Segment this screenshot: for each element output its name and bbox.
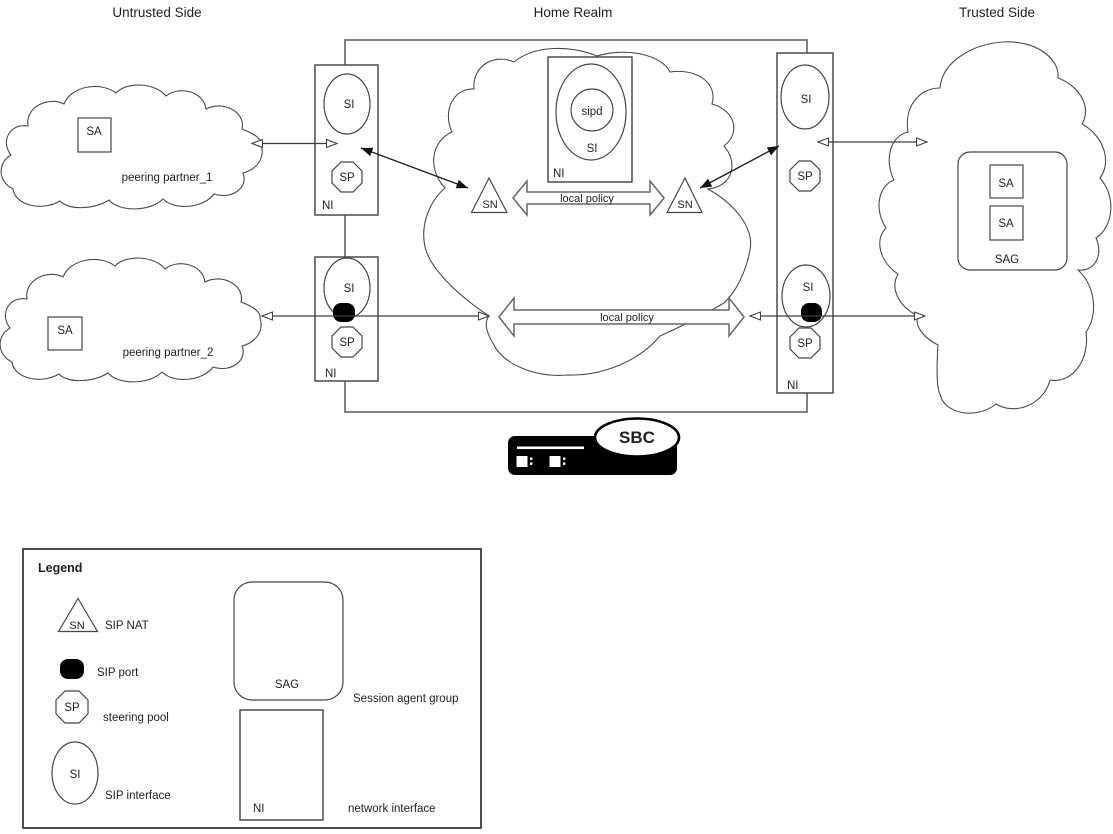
local-policy-arrow-bottom xyxy=(498,295,745,339)
sip-nat-label-left: SN xyxy=(482,199,497,211)
network-interface-key: NI xyxy=(253,803,265,815)
sbc-device: SBC xyxy=(508,417,681,475)
home-realm-title: Home Realm xyxy=(534,5,613,20)
sip-nat-key: SN xyxy=(69,620,84,632)
session-agent-group-icon xyxy=(233,581,344,701)
arrow-ni-right-to-sip-nat xyxy=(699,145,780,189)
sip-interface-ellipse xyxy=(780,64,830,130)
sip-interface-ellipse xyxy=(323,73,371,135)
steering-pool-label: SP xyxy=(339,337,355,349)
sipd-circle xyxy=(570,88,614,132)
steering-pool-octagon xyxy=(331,326,363,358)
sip-interface-label: SI xyxy=(801,94,812,106)
session-agent-box-peering2 xyxy=(47,316,83,351)
session-agent-box-trusted-top xyxy=(989,164,1024,199)
sip-nat-label-right: SN xyxy=(677,199,692,211)
home-realm-cloud xyxy=(423,47,752,376)
sbc-port-dot xyxy=(530,462,533,465)
sbc-port-dot xyxy=(563,457,566,460)
sip-port xyxy=(801,303,822,322)
network-interface-label: NI xyxy=(325,368,337,380)
legend-label-network-interface: network interface xyxy=(348,803,436,815)
peering-partner-2-cloud xyxy=(0,257,262,383)
sip-interface-label: SI xyxy=(587,143,598,155)
sip-interface-ellipse-icon xyxy=(51,741,99,805)
sip-nat-triangle-icon xyxy=(57,597,99,633)
sbc-badge-ellipse xyxy=(593,417,681,458)
sip-interface-label: SI xyxy=(803,282,814,294)
session-agent-box-peering1 xyxy=(77,117,112,153)
network-interface-icon xyxy=(239,709,324,821)
legend: Legend SN SIP NAT SIP port SP steering p… xyxy=(22,548,482,829)
sip-nat-triangle-right xyxy=(666,176,703,214)
sbc-port-dot xyxy=(563,462,566,465)
steering-pool-label: SP xyxy=(339,172,355,184)
session-agent-label: SA xyxy=(998,218,1014,230)
sip-interface-label: SI xyxy=(344,99,355,111)
steering-pool-octagon xyxy=(789,327,821,359)
steering-pool-octagon xyxy=(789,160,821,192)
sip-port-icon xyxy=(60,659,84,679)
local-policy-label-bottom: local policy xyxy=(600,312,654,324)
sip-interface-key: SI xyxy=(70,769,81,781)
sipd-label: sipd xyxy=(581,106,602,118)
steering-pool-octagon xyxy=(331,161,363,193)
local-policy-arrow-top xyxy=(512,178,665,218)
session-agent-label: SA xyxy=(86,126,102,138)
sbc-faceplate-line xyxy=(517,446,584,450)
legend-label-sip-nat: SIP NAT xyxy=(105,620,149,632)
session-agent-group-label: SAG xyxy=(995,254,1019,266)
peering-partner-1-label: peering partner_1 xyxy=(122,172,213,184)
sbc-label: SBC xyxy=(619,428,655,447)
sbc-port-icon xyxy=(549,456,561,467)
sbc-port-icon xyxy=(516,456,528,467)
steering-pool-key: SP xyxy=(64,702,80,714)
sbc-port-dot xyxy=(530,457,533,460)
legend-label-sip-port: SIP port xyxy=(97,667,139,679)
legend-label-session-agent-group: Session agent group xyxy=(353,693,459,705)
steering-pool-label: SP xyxy=(797,171,813,183)
peering-partner-2-label: peering partner_2 xyxy=(123,347,214,359)
session-agent-label: SA xyxy=(57,325,73,337)
sip-port xyxy=(333,303,355,322)
session-agent-label: SA xyxy=(998,178,1014,190)
sip-interface-label: SI xyxy=(344,283,355,295)
legend-label-steering-pool: steering pool xyxy=(103,712,169,724)
local-policy-label-top: local policy xyxy=(560,193,614,205)
trusted-side-title: Trusted Side xyxy=(959,5,1035,20)
steering-pool-label: SP xyxy=(797,338,813,350)
legend-title: Legend xyxy=(38,561,82,575)
sip-nat-triangle-left xyxy=(470,176,508,214)
steering-pool-octagon-icon xyxy=(55,690,89,724)
arrow-ni-left-to-sip-nat xyxy=(360,147,469,189)
network-interface-label-home: NI xyxy=(553,168,565,180)
session-agent-box-trusted-bottom xyxy=(989,205,1024,241)
session-agent-group-key: SAG xyxy=(275,679,299,691)
legend-label-sip-interface: SIP interface xyxy=(105,790,171,802)
peering-partner-1-cloud xyxy=(0,84,263,210)
network-interface-label: NI xyxy=(787,380,799,392)
network-interface-label: NI xyxy=(322,200,334,212)
untrusted-side-title: Untrusted Side xyxy=(112,5,201,20)
